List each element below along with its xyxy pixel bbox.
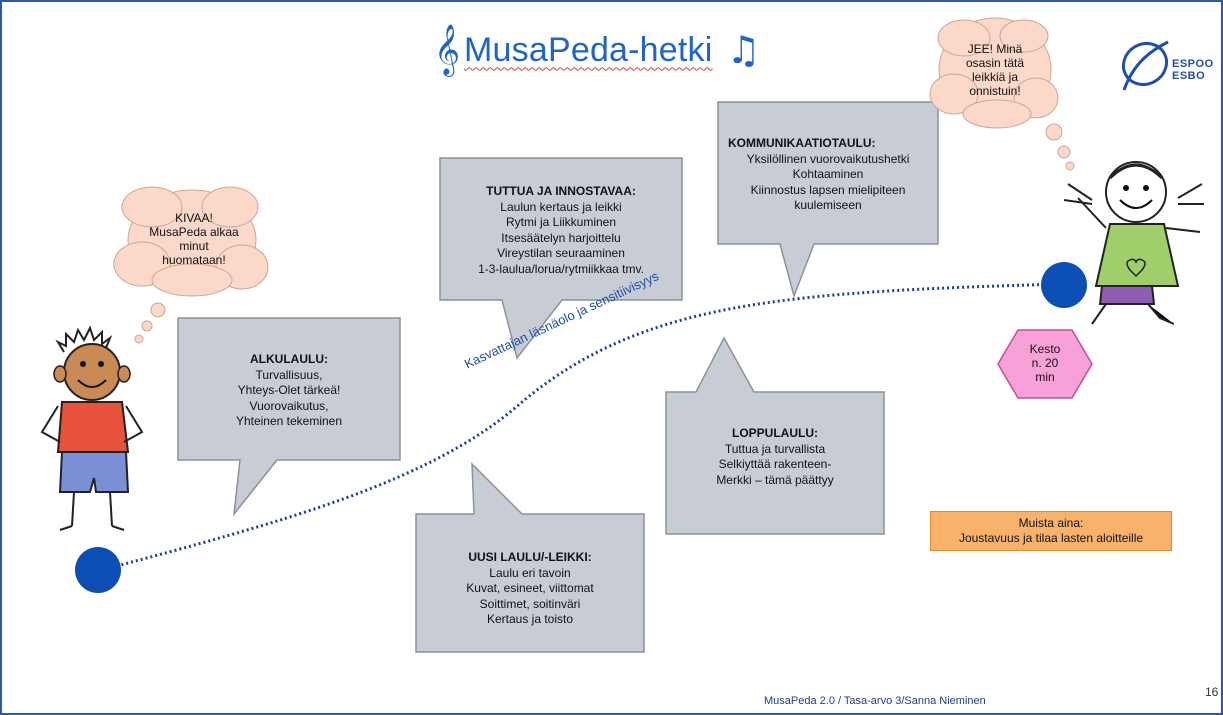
treble-clef-icon: 𝄞 [434,24,461,75]
box-line: Selkiyttää rakenteen- [718,457,832,471]
progress-path [101,282,1063,572]
tuttua-callout-shape [439,157,683,360]
happy-girl-drawing [1063,161,1204,325]
box-heading: UUSI LAULU/-LEIKKI: [468,550,592,564]
box-line: Merkki – tämä päättyy [716,472,834,487]
muista-line: Joustavuus ja tilaa lasten aloitteille [958,531,1144,545]
box-line: kuulemiseen [794,198,862,212]
muista-note: Muista aina: Joustavuus ja tilaa lasten … [930,511,1172,551]
box-line: Kiinnostus lapsen mielipiteen [750,182,906,197]
bubble-line: minut [179,239,209,253]
espoo-logo-text: ESPOO ESBO [1172,58,1214,82]
kommunikaatio-callout-shape [717,101,939,299]
box-line: Kuvat, esineet, viittomat [466,581,594,595]
box-line: Kertaus ja toisto [486,612,574,626]
left-bubble-text: KIVAA! MusaPeda alkaa minut huomataan! [142,211,246,267]
box-line: 1-3-laulua/lorua/rytmiikkaa tmv. [478,261,644,276]
box-line: Rytmi ja Liikkuminen [505,215,617,229]
logo-line-1: ESPOO [1172,58,1214,70]
box-line: Yksilöllinen vuorovaikutushetki [746,151,910,166]
box-line: Laulu eri tavoin [489,565,571,580]
bubble-line: onnistuin! [969,84,1021,98]
box-line: Tuttua ja turvallista [724,441,826,456]
alkulaulu-box: ALKULAULU: Turvallisuus, Yhteys-Olet tär… [178,352,400,430]
uusi-box: UUSI LAULU/-LEIKKI: Laulu eri tavoin Kuv… [416,550,644,628]
box-line: Laulun kertaus ja leikki [500,199,622,214]
page-number: 16 [1205,685,1219,699]
bubble-line: huomataan! [162,253,226,267]
kommunikaatio-box: KOMMUNIKAATIOTAULU: Yksilöllinen vuorova… [718,136,938,214]
espoo-logo-icon [1121,40,1169,91]
uusi-callout-shape [415,462,645,653]
box-line: Itsesäätelyn harjoittelu [501,230,621,245]
start-dot [75,547,121,593]
music-notes-icon: ♫ [726,28,761,72]
box-line: Vuorovaikutus, [249,398,329,413]
box-heading: ALKULAULU: [250,352,328,366]
kesto-line: n. 20 [1031,356,1059,370]
bubble-line: MusaPeda alkaa [149,225,239,239]
kesto-hexagon [997,329,1093,399]
end-dot [1041,262,1087,308]
bubble-line: JEE! Minä [967,42,1023,56]
box-line: Yhteinen tekeminen [235,414,343,428]
happy-boy-drawing [40,325,144,531]
bubble-line: KIVAA! [175,211,213,225]
muista-line: Muista aina: [1018,516,1084,530]
bubble-line: leikkiä ja [971,70,1019,84]
kesto-text: Kesto n. 20 min [1006,342,1084,384]
title-text: MusaPeda-hetki [464,30,713,69]
box-line: Soittimet, soitinväri [479,596,581,611]
loppulaulu-box: LOPPULAULU: Tuttua ja turvallista Selkiy… [666,426,884,488]
bubble-line: osasin tätä [965,56,1025,70]
footer-credit: MusaPeda 2.0 / Tasa-arvo 3/Sanna Niemine… [764,695,986,707]
right-bubble-text: JEE! Minä osasin tätä leikkiä ja onnistu… [948,42,1042,98]
logo-line-2: ESBO [1172,70,1206,82]
kesto-line: Kesto [1029,342,1061,356]
box-heading: KOMMUNIKAATIOTAULU: [728,136,876,150]
alkulaulu-callout-shape [177,317,401,517]
box-heading: LOPPULAULU: [732,426,818,440]
box-heading: TUTTUA JA INNOSTAVAA: [486,184,636,198]
box-line: Turvallisuus, [255,367,323,382]
loppulaulu-callout-shape [665,336,885,535]
box-line: Yhteys-Olet tärkeä! [237,383,341,397]
slide-title: 𝄞 MusaPeda-hetki ♫ [434,24,761,75]
right-thought-bubble [929,17,1075,171]
left-thought-bubble [113,186,269,344]
kesto-line: min [1035,370,1055,384]
box-line: Vireystilan seuraaminen [497,246,625,260]
tuttua-box: TUTTUA JA INNOSTAVAA: Laulun kertaus ja … [440,184,682,277]
box-line: Kohtaaminen [792,167,864,181]
